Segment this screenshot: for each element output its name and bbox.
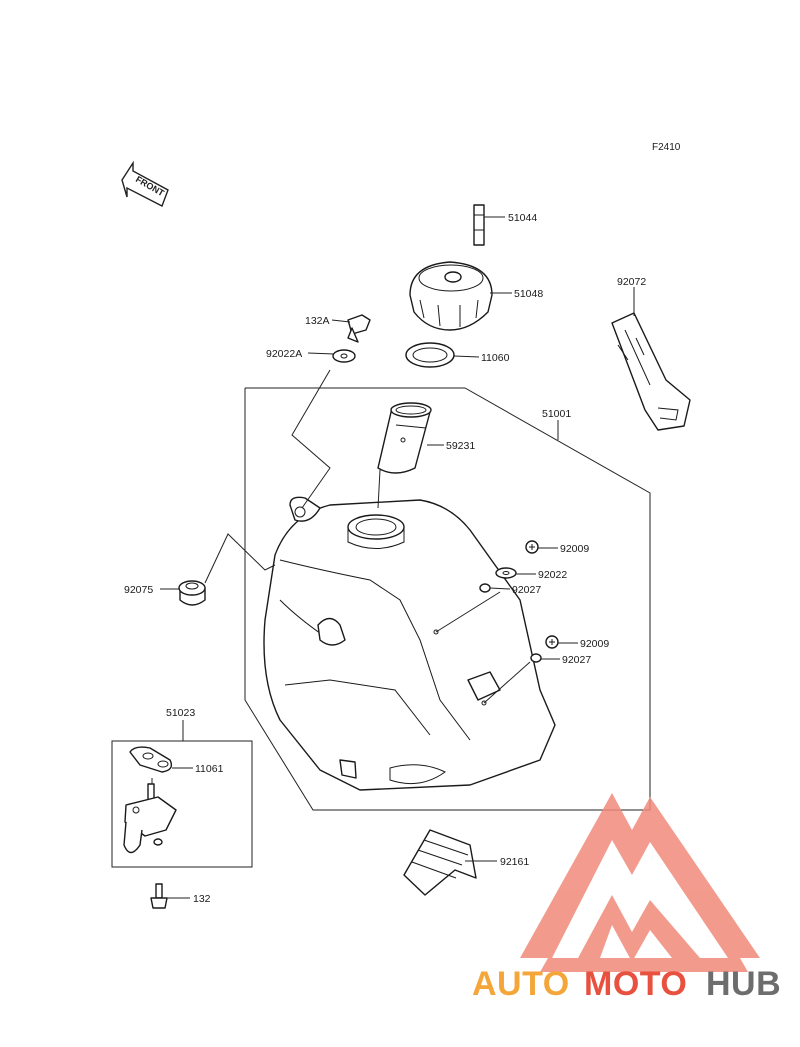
tank-pad <box>403 829 477 896</box>
fuel-cock-box <box>111 740 253 868</box>
callout-92027-lower: 92027 <box>562 654 591 666</box>
bolt-132 <box>150 883 168 909</box>
watermark-text-moto: MOTO <box>584 965 687 1003</box>
callout-51023: 51023 <box>166 707 195 719</box>
callout-59231: 59231 <box>446 440 475 452</box>
front-arrow-icon: FRONT <box>121 160 169 207</box>
breather-hose <box>457 140 528 246</box>
fuel-cap <box>409 261 493 331</box>
callout-92075: 92075 <box>124 584 153 596</box>
callout-132a: 132A <box>305 315 330 327</box>
callout-92022: 92022 <box>538 569 567 581</box>
callout-51048: 51048 <box>514 288 543 300</box>
damper-92027-upper <box>479 583 491 593</box>
callout-92072: 92072 <box>617 276 646 288</box>
automotohub-watermark-logo <box>520 793 760 972</box>
cap-gasket <box>405 342 455 368</box>
callout-11060: 11060 <box>481 352 510 364</box>
figure-code: F2410 <box>652 142 681 153</box>
damper-92027-lower <box>530 653 542 663</box>
washer-92022a <box>332 349 356 363</box>
fuel-cock-gasket <box>129 746 173 773</box>
fuel-filter <box>377 402 432 474</box>
callout-92161: 92161 <box>500 856 529 868</box>
fuel-cock <box>123 783 177 854</box>
callout-92022a: 92022A <box>266 348 302 360</box>
callout-51044: 51044 <box>508 212 537 224</box>
callout-51001: 51001 <box>542 408 571 420</box>
screw-92009-lower <box>545 635 559 649</box>
leader-lines <box>151 216 635 899</box>
watermark-text-auto: AUTO <box>472 965 570 1003</box>
callout-92009-lower: 92009 <box>580 638 609 650</box>
callout-92009-upper: 92009 <box>560 543 589 555</box>
rubber-strap <box>611 312 691 431</box>
callout-92027-upper: 92027 <box>512 584 541 596</box>
watermark-text-hub: HUB <box>706 965 781 1003</box>
callout-132: 132 <box>193 893 211 905</box>
washer-92022 <box>495 567 517 579</box>
bolt-132a <box>347 314 371 343</box>
fuel-tank <box>263 496 556 791</box>
grommet-92075 <box>178 580 206 606</box>
screw-92009-upper <box>525 540 539 554</box>
callout-11061: 11061 <box>195 763 224 775</box>
